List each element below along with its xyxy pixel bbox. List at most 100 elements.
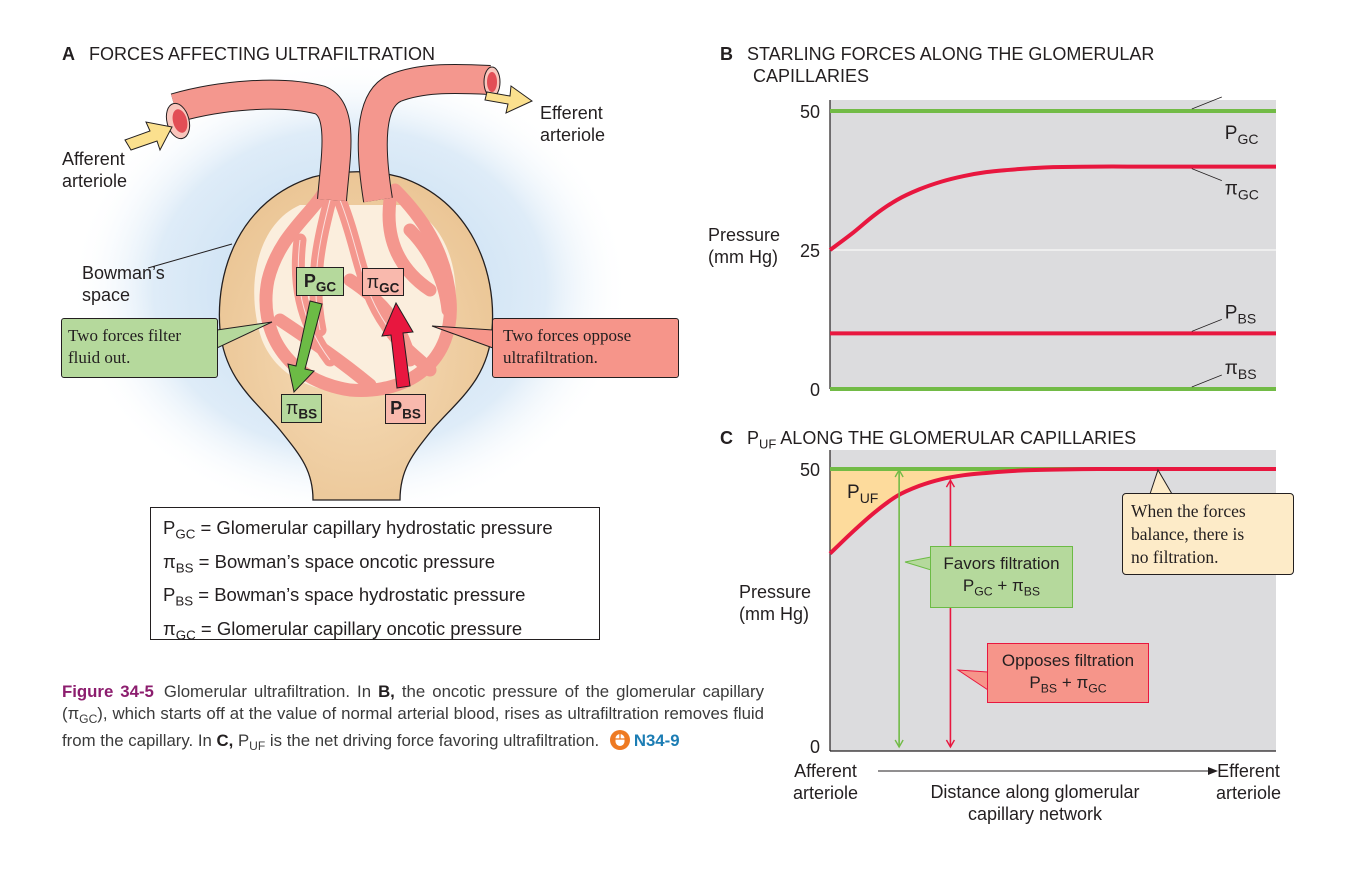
efferent-label-line1: Efferent bbox=[540, 103, 603, 123]
chart-b-ytick-label: 0 bbox=[810, 380, 820, 400]
chart-b-series-label: πGC bbox=[1225, 179, 1259, 203]
tag-pibs-sub: BS bbox=[298, 406, 318, 422]
legend-definition: = Bowman’s space hydrostatic pressure bbox=[193, 584, 526, 606]
formula-symbol: π bbox=[1076, 673, 1089, 692]
legend-definition: = Bowman’s space oncotic pressure bbox=[193, 550, 495, 572]
puf-area-label: PUF bbox=[847, 482, 878, 506]
chart-c-x-start-label: Afferent arteriole bbox=[793, 760, 858, 804]
caption-text: the oncotic pressure of the glomerular c… bbox=[62, 682, 764, 723]
formula-subscript: GC bbox=[1088, 681, 1107, 696]
red-force-arrow-icon bbox=[381, 301, 414, 389]
mouse-icon[interactable] bbox=[609, 730, 630, 756]
favors-filtration-arrow-head-top bbox=[894, 468, 904, 478]
puf-area bbox=[830, 468, 1276, 554]
filter-callout-line1: Two forces filter bbox=[68, 326, 182, 345]
legend-row-pigc: πGC = Glomerular capillary oncotic press… bbox=[163, 615, 599, 649]
panel-b-letter: B bbox=[720, 44, 733, 64]
opposes-filtration-box: Opposes filtration PBS + πGC bbox=[987, 643, 1149, 703]
x-end-line2: arteriole bbox=[1216, 783, 1282, 803]
formula-subscript: GC bbox=[974, 584, 993, 599]
chart-c-ylabel-line1: Pressure bbox=[739, 582, 812, 602]
chart-b-series-leader bbox=[1191, 319, 1222, 332]
legend-row-pibs: πBS = Bowman’s space oncotic pressure bbox=[163, 548, 599, 582]
bowmans-leader-line bbox=[147, 243, 233, 269]
opposes-formula: PBS + πGC bbox=[988, 672, 1148, 699]
formula-plus: + bbox=[1057, 673, 1077, 692]
chart-b-series-line bbox=[828, 164, 1276, 252]
afferent-flow-arrow-icon bbox=[124, 121, 173, 152]
oppose-callout-line1: Two forces oppose bbox=[503, 326, 632, 345]
panel-a-letter: A bbox=[62, 44, 75, 64]
panel-c-letter: C bbox=[720, 428, 733, 448]
caption-text: P bbox=[233, 731, 250, 751]
chart-c-ytick-label: 50 bbox=[800, 460, 820, 480]
chart-b-ylabel: Pressure (mm Hg) bbox=[708, 224, 780, 268]
chart-c-xlabel: Distance along glomerular capillary netw… bbox=[900, 781, 1170, 825]
favors-formula: PGC + πBS bbox=[931, 575, 1072, 602]
chart-b-series-leader bbox=[1191, 168, 1222, 181]
legend-subscript: GC bbox=[175, 526, 196, 542]
caption-text: ), which starts off at the value of norm… bbox=[62, 703, 764, 751]
tag-pibs: πBS bbox=[281, 394, 322, 423]
chart-c-ylabel: Pressure (mm Hg) bbox=[739, 581, 811, 625]
tag-pbs-main: P bbox=[390, 398, 403, 418]
tag-pigc-sub: GC bbox=[379, 280, 400, 296]
note-link[interactable]: N34-9 bbox=[633, 731, 680, 751]
chart-b-ylabel-line1: Pressure bbox=[708, 225, 781, 245]
opposes-filtration-line bbox=[828, 466, 1276, 556]
caption-bold: B, bbox=[378, 682, 395, 701]
filter-callout: Two forces filter fluid out. bbox=[61, 318, 218, 378]
favors-filtration-box: Favors filtration PGC + πBS bbox=[930, 546, 1073, 608]
afferent-label-line2: arteriole bbox=[62, 171, 128, 191]
chart-b-plot-area bbox=[830, 100, 1276, 389]
green-force-arrow-icon bbox=[287, 300, 323, 394]
panel-a-title-text: FORCES AFFECTING ULTRAFILTRATION bbox=[89, 44, 436, 64]
chart-b-ytick-label: 50 bbox=[800, 102, 820, 122]
tag-pbs: PBS bbox=[385, 394, 426, 424]
chart-c-ylabel-line2: (mm Hg) bbox=[739, 604, 809, 624]
tag-pgc: PGC bbox=[296, 267, 344, 296]
efferent-arteriole bbox=[358, 64, 491, 203]
formula-subscript: BS bbox=[1040, 681, 1058, 696]
chart-b-series-label: PBS bbox=[1225, 302, 1256, 326]
chart-b-series-label: PGC bbox=[1225, 123, 1259, 147]
bowmans-label-line2: space bbox=[82, 285, 131, 305]
legend-subscript: BS bbox=[175, 593, 194, 609]
filter-callout-line2: fluid out. bbox=[68, 348, 131, 367]
formula-subscript: BS bbox=[1023, 584, 1041, 599]
formula-plus: + bbox=[992, 576, 1012, 595]
efferent-arteriole-label: Efferent arteriole bbox=[540, 102, 605, 146]
x-end-line1: Efferent bbox=[1217, 761, 1280, 781]
legend-symbol: P bbox=[163, 584, 176, 606]
opposes-filtration-arrow-head-bottom bbox=[945, 739, 956, 749]
tag-pgc-main: P bbox=[303, 271, 316, 291]
caption-bold: C, bbox=[216, 731, 234, 751]
oppose-callout: Two forces oppose ultrafiltration. bbox=[492, 318, 679, 378]
bowmans-label-line1: Bowman’s bbox=[82, 263, 165, 283]
legend-definition: = Glomerular capillary oncotic pressure bbox=[195, 617, 523, 639]
chart-b-ytick-label: 25 bbox=[800, 241, 820, 261]
balance-note-line1: When the forces bbox=[1131, 501, 1246, 521]
efferent-label-line2: arteriole bbox=[540, 125, 606, 145]
formula-symbol: P bbox=[962, 576, 975, 595]
afferent-label-line1: Afferent bbox=[62, 149, 125, 169]
figure-label: Figure 34-5 bbox=[62, 682, 154, 701]
legend-symbol: π bbox=[163, 550, 176, 572]
afferent-arteriole bbox=[171, 80, 351, 202]
panel-c-title-text: ALONG THE GLOMERULAR CAPILLARIES bbox=[776, 428, 1137, 448]
legend-symbol: P bbox=[163, 517, 176, 538]
caption-text: is the net driving force favoring ultraf… bbox=[265, 731, 600, 751]
panel-b-title-line1: STARLING FORCES ALONG THE GLOMERULAR bbox=[747, 44, 1155, 64]
panel-c-title-subscript: UF bbox=[759, 436, 777, 452]
panel-c-title-symbol: P bbox=[747, 428, 760, 448]
chart-b-series-label: πBS bbox=[1225, 358, 1257, 382]
symbol-legend: PGC = Glomerular capillary hydrostatic p… bbox=[150, 507, 600, 643]
x-start-line2: arteriole bbox=[793, 783, 859, 803]
caption-subscript: UF bbox=[249, 739, 266, 754]
chart-b-ylabel-line2: (mm Hg) bbox=[708, 247, 778, 267]
